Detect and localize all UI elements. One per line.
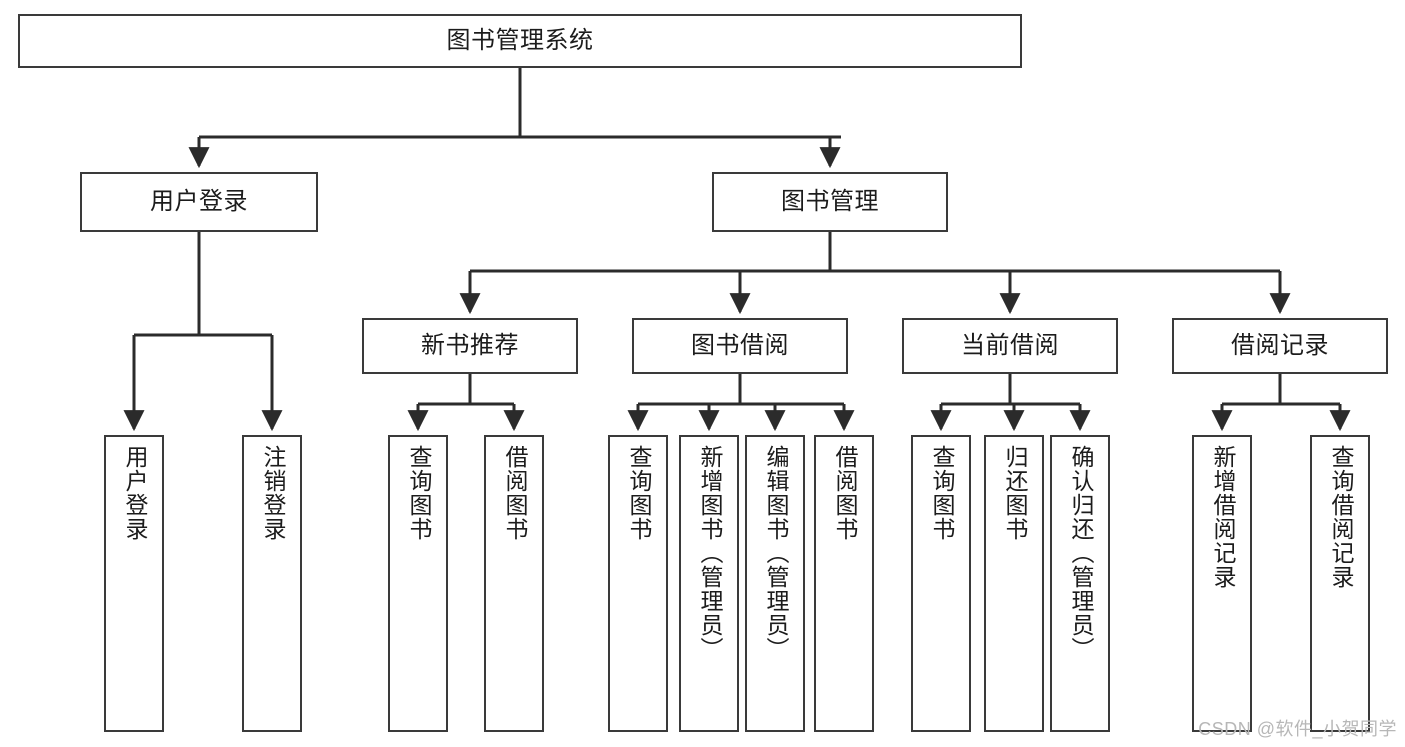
- node-root[interactable]: 图书管理系统: [18, 14, 1022, 68]
- leaf-add-borrow-record[interactable]: 新增借阅记录: [1192, 435, 1252, 732]
- node-new-book-recommend[interactable]: 新书推荐: [362, 318, 578, 374]
- node-current-borrow-label: 当前借阅: [961, 331, 1059, 359]
- leaf-confirm-return-admin[interactable]: 确认归还（管理员）: [1050, 435, 1110, 732]
- leaf-edit-book-admin[interactable]: 编辑图书（管理员）: [745, 435, 805, 732]
- leaf-query-borrow-record[interactable]: 查询借阅记录: [1310, 435, 1370, 732]
- node-borrow-record[interactable]: 借阅记录: [1172, 318, 1388, 374]
- node-book-borrow-label: 图书借阅: [691, 331, 789, 359]
- leaf-borrow-book-recommend-label: 借阅图书: [501, 445, 528, 541]
- leaf-query-book-recommend[interactable]: 查询图书: [388, 435, 448, 732]
- node-new-book-recommend-label: 新书推荐: [421, 331, 519, 359]
- node-user-login-label: 用户登录: [150, 187, 248, 215]
- node-borrow-record-label: 借阅记录: [1231, 331, 1329, 359]
- node-book-borrow[interactable]: 图书借阅: [632, 318, 848, 374]
- leaf-borrow-book-label: 借阅图书: [831, 445, 858, 541]
- node-user-login[interactable]: 用户登录: [80, 172, 318, 232]
- leaf-return-book-label: 归还图书: [1001, 445, 1028, 541]
- leaf-logout-login-label: 注销登录: [259, 445, 286, 541]
- leaf-return-book[interactable]: 归还图书: [984, 435, 1044, 732]
- leaf-query-book-current[interactable]: 查询图书: [911, 435, 971, 732]
- node-book-manage-label: 图书管理: [781, 187, 879, 215]
- leaf-query-borrow-record-label: 查询借阅记录: [1327, 445, 1354, 589]
- watermark-text: CSDN @软件_小贺同学: [1198, 719, 1397, 739]
- leaf-borrow-book[interactable]: 借阅图书: [814, 435, 874, 732]
- leaf-borrow-book-recommend[interactable]: 借阅图书: [484, 435, 544, 732]
- leaf-add-book-admin-label: 新增图书（管理员）: [696, 445, 723, 661]
- leaf-query-book-recommend-label: 查询图书: [405, 445, 432, 541]
- leaf-query-book-borrow-label: 查询图书: [625, 445, 652, 541]
- leaf-query-book-borrow[interactable]: 查询图书: [608, 435, 668, 732]
- node-root-label: 图书管理系统: [446, 26, 594, 54]
- leaf-confirm-return-admin-label: 确认归还（管理员）: [1067, 445, 1094, 661]
- leaf-user-login[interactable]: 用户登录: [104, 435, 164, 732]
- node-current-borrow[interactable]: 当前借阅: [902, 318, 1118, 374]
- leaf-user-login-label: 用户登录: [121, 445, 148, 541]
- leaf-add-borrow-record-label: 新增借阅记录: [1209, 445, 1236, 589]
- node-book-manage[interactable]: 图书管理: [712, 172, 948, 232]
- leaf-logout-login[interactable]: 注销登录: [242, 435, 302, 732]
- leaf-query-book-current-label: 查询图书: [928, 445, 955, 541]
- leaf-edit-book-admin-label: 编辑图书（管理员）: [762, 445, 789, 661]
- leaf-add-book-admin[interactable]: 新增图书（管理员）: [679, 435, 739, 732]
